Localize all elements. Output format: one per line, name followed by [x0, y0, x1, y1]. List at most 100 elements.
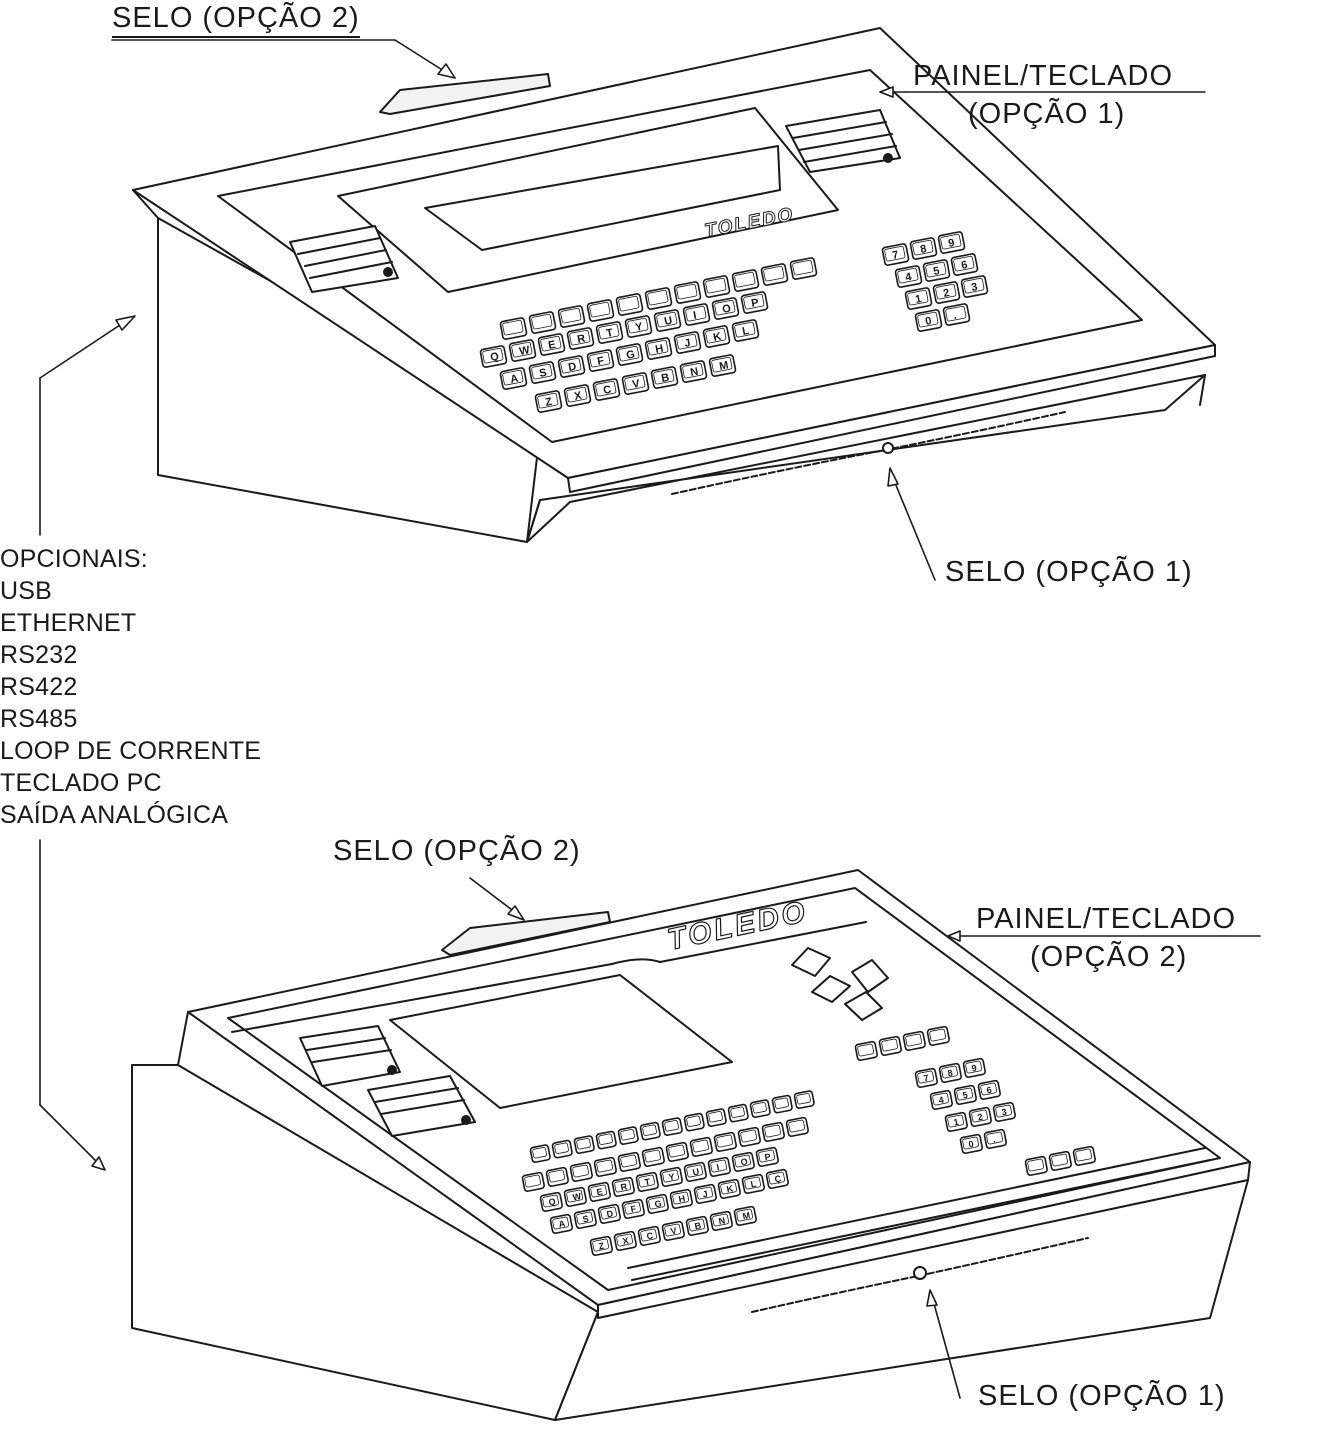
bottom-letter-key: U: [683, 1161, 707, 1182]
top-letter-key-label: R: [576, 333, 586, 346]
top-letter-key: B: [650, 366, 679, 389]
bottom-numpad-key-label: 7: [923, 1073, 930, 1084]
top-letter-key-label: U: [663, 315, 673, 328]
top-lid-edge: [567, 344, 1216, 493]
opcionais-list: OPCIONAIS: USB ETHERNET RS232 RS422 RS48…: [0, 543, 261, 831]
bottom-letter-key-label: O: [740, 1156, 749, 1167]
bottom-letter-key-label: R: [620, 1181, 629, 1192]
bottom-selo-opcao1-text: SELO (OPÇÃO 1): [978, 1380, 1226, 1412]
bottom-letter-key-label: I: [716, 1162, 720, 1172]
bottom-letter-key-label: V: [670, 1226, 678, 1237]
bottom-letter-key-label: J: [702, 1189, 709, 1200]
opcionais-item: TECLADO PC: [0, 769, 162, 797]
bottom-letter-key-label: A: [558, 1218, 567, 1229]
bottom-numpad-key-label: 0: [968, 1139, 975, 1150]
top-letter-key: G: [615, 343, 644, 366]
bottom-letter-key-label: L: [750, 1179, 758, 1190]
opcionais-item: RS422: [0, 673, 78, 701]
top-painel-opcao-text: (OPÇÃO 1): [968, 98, 1126, 130]
top-numpad-key: 6: [950, 253, 979, 276]
bottom-control-key: [1048, 1150, 1072, 1171]
top-seal-bar: [379, 73, 551, 115]
top-function-key: [644, 287, 673, 310]
bottom-number-key: [641, 1146, 665, 1167]
bottom-numpad-key-label: 9: [971, 1063, 978, 1074]
bottom-function-key: [683, 1112, 705, 1132]
top-numpad-key-label: 4: [904, 271, 913, 284]
top-letter-key: V: [621, 372, 650, 395]
bottom-function-key: [573, 1135, 595, 1155]
bottom-letter-key: Y: [659, 1166, 683, 1187]
top-left-key-block: [289, 225, 399, 293]
top-numpad-key: .: [942, 303, 971, 326]
bottom-letter-key: A: [549, 1213, 573, 1234]
top-letter-key-label: D: [567, 361, 577, 374]
top-numpad-key: 4: [894, 265, 923, 288]
top-letter-key: E: [537, 333, 566, 356]
top-letter-key-label: J: [683, 337, 691, 350]
bottom-number-key: [785, 1116, 809, 1137]
top-numpad-key: 3: [960, 275, 989, 298]
bottom-letter-key: E: [587, 1181, 611, 1202]
bottom-number-key: [593, 1156, 617, 1177]
opcionais-item: RS232: [0, 641, 78, 669]
top-letter-key: C: [592, 378, 621, 401]
top-letter-key: Z: [534, 390, 563, 413]
top-letter-key: U: [653, 309, 682, 332]
top-function-key: [557, 305, 586, 328]
bottom-function-key: [551, 1139, 573, 1159]
bottom-letter-key: B: [685, 1215, 709, 1236]
bottom-numpad-key-label: 5: [962, 1090, 969, 1101]
top-numpad-key: 5: [922, 259, 951, 282]
bottom-letter-key-label: Z: [598, 1241, 606, 1252]
bottom-letter-key-label: K: [726, 1183, 735, 1194]
bottom-numpad-key-label: 2: [977, 1112, 984, 1123]
top-letter-key-label: T: [605, 327, 614, 340]
top-letter-key: O: [711, 297, 740, 320]
top-letter-key: J: [673, 331, 702, 354]
bottom-letter-key-label: G: [654, 1198, 663, 1209]
bottom-letter-key-label: F: [630, 1204, 638, 1215]
opcionais-item: RS485: [0, 705, 78, 733]
bottom-numpad-key: 7: [914, 1067, 938, 1088]
top-display: [424, 145, 781, 251]
bottom-letter-key-label: N: [718, 1215, 726, 1226]
top-letter-key: F: [586, 349, 615, 372]
top-letter-key-label: M: [718, 359, 729, 373]
top-numpad-key: 9: [937, 231, 966, 254]
bottom-letter-key: N: [709, 1210, 733, 1231]
bottom-seal-wire: [751, 1237, 1089, 1313]
top-numpad-key: 2: [932, 281, 961, 304]
top-numpad-key: 0: [914, 309, 943, 332]
bottom-numpad-key-label: 4: [938, 1095, 945, 1106]
top-letter-key: T: [595, 321, 624, 344]
bottom-left-key-block-1: [299, 1025, 401, 1087]
top-letter-key-label: A: [509, 373, 519, 386]
bottom-number-key: [665, 1141, 689, 1162]
bottom-seal-bar: [441, 911, 611, 956]
bottom-numpad-key: .: [983, 1128, 1007, 1149]
top-letter-key-label: P: [750, 297, 759, 310]
top-letter-key-label: Z: [544, 396, 553, 409]
bottom-numpad-key-label: 3: [1001, 1107, 1008, 1118]
bottom-letter-key-label: Q: [548, 1196, 557, 1207]
bottom-letter-key: K: [717, 1178, 741, 1199]
bottom-function-key: [749, 1099, 771, 1119]
bottom-letter-key: S: [573, 1208, 597, 1229]
bottom-letter-key: H: [669, 1188, 693, 1209]
bottom-letter-key-label: E: [596, 1187, 604, 1198]
top-numpad-key-label: 7: [891, 249, 899, 262]
opcionais-item: ETHERNET: [0, 609, 137, 637]
top-numpad-key: 8: [909, 237, 938, 260]
opcionais-item: SAÍDA ANALÓGICA: [0, 801, 229, 829]
bottom-function-key: [595, 1130, 617, 1150]
top-letter-key-label: S: [538, 367, 547, 380]
bottom-numpad-key: 4: [929, 1089, 953, 1110]
top-letter-key: W: [508, 339, 537, 362]
bottom-letter-key: L: [741, 1173, 765, 1194]
top-right-key-block: [785, 109, 901, 173]
bottom-letter-key: R: [611, 1176, 635, 1197]
top-letter-key: M: [708, 354, 737, 377]
